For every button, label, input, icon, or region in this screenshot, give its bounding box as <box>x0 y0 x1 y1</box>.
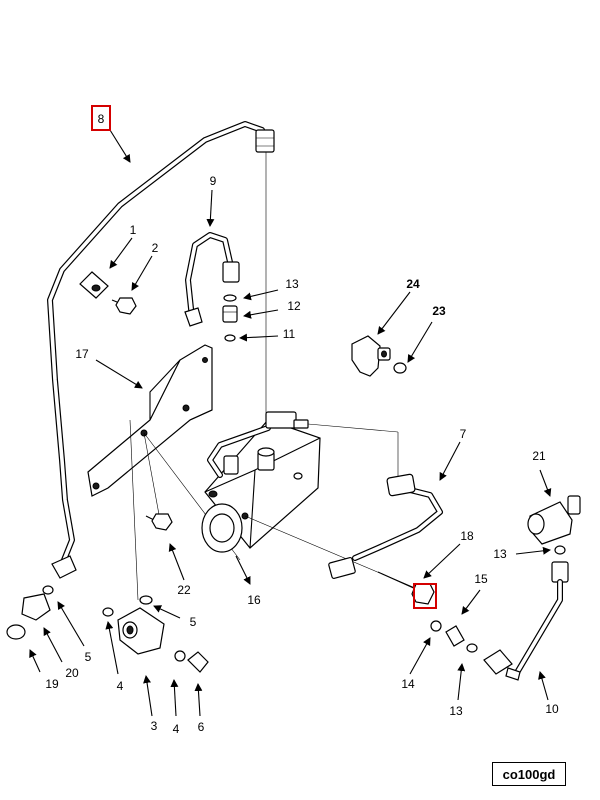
callout-16[interactable]: 16 <box>247 593 261 607</box>
oring-14 <box>430 620 442 632</box>
callout-15[interactable]: 15 <box>474 572 488 586</box>
tube-10 <box>483 561 569 681</box>
figure-code-label: co100gd <box>492 762 566 786</box>
callout-23[interactable]: 23 <box>432 304 446 318</box>
fitting-15 <box>445 625 478 653</box>
callout-13-top[interactable]: 13 <box>285 277 299 291</box>
callout-13-right[interactable]: 13 <box>493 547 507 561</box>
callout-17[interactable]: 17 <box>75 347 89 361</box>
callout-24[interactable]: 24 <box>406 277 420 291</box>
adapter-3 <box>117 607 165 655</box>
tube-8 <box>47 121 275 568</box>
callout-8[interactable]: 8 <box>98 112 105 126</box>
callout-22[interactable]: 22 <box>177 583 191 597</box>
callout-4-right[interactable]: 4 <box>173 722 180 736</box>
callout-14[interactable]: 14 <box>401 677 415 691</box>
callout-21[interactable]: 21 <box>532 449 546 463</box>
callout-18[interactable]: 18 <box>460 529 474 543</box>
oring-23 <box>393 362 407 374</box>
callout-9[interactable]: 9 <box>210 174 217 188</box>
callout-6[interactable]: 6 <box>198 720 205 734</box>
highlight-box-8 <box>91 105 111 131</box>
callout-13-bottom[interactable]: 13 <box>449 704 463 718</box>
oring-13-right <box>554 545 566 555</box>
callout-5-left[interactable]: 5 <box>85 650 92 664</box>
bolt-2 <box>111 297 137 315</box>
oring-4-right <box>174 650 186 662</box>
harness-7 <box>328 473 443 579</box>
manifold-block-16 <box>201 411 321 553</box>
tee-21 <box>527 495 581 545</box>
callout-11[interactable]: 11 <box>283 327 296 341</box>
callout-20[interactable]: 20 <box>65 666 79 680</box>
leader-lines <box>29 129 552 717</box>
clip-1 <box>79 271 109 299</box>
oring-19 <box>6 624 26 640</box>
plug-6 <box>187 651 209 673</box>
callout-3[interactable]: 3 <box>151 719 158 733</box>
elbow-24 <box>351 335 391 377</box>
callout-12[interactable]: 12 <box>287 299 301 313</box>
callout-10[interactable]: 10 <box>545 702 559 716</box>
callout-7[interactable]: 7 <box>460 427 467 441</box>
oring-5-lower <box>139 595 153 605</box>
callouts: 8 1 2 9 13 12 11 17 24 23 7 21 18 13 15 … <box>45 112 559 736</box>
tube-9 <box>184 232 240 327</box>
fitting-20 <box>21 555 77 621</box>
highlight-box-18 <box>413 583 437 609</box>
callout-4-left[interactable]: 4 <box>117 679 124 693</box>
callout-1[interactable]: 1 <box>130 223 137 237</box>
callout-2[interactable]: 2 <box>152 241 159 255</box>
oring-4-left <box>102 607 114 617</box>
callout-5-right[interactable]: 5 <box>190 615 197 629</box>
bolt-18 <box>377 571 435 605</box>
callout-19[interactable]: 19 <box>45 677 59 691</box>
bolt-22 <box>145 513 173 531</box>
fitting-12-stack <box>222 294 238 342</box>
bracket-17 <box>87 344 213 497</box>
